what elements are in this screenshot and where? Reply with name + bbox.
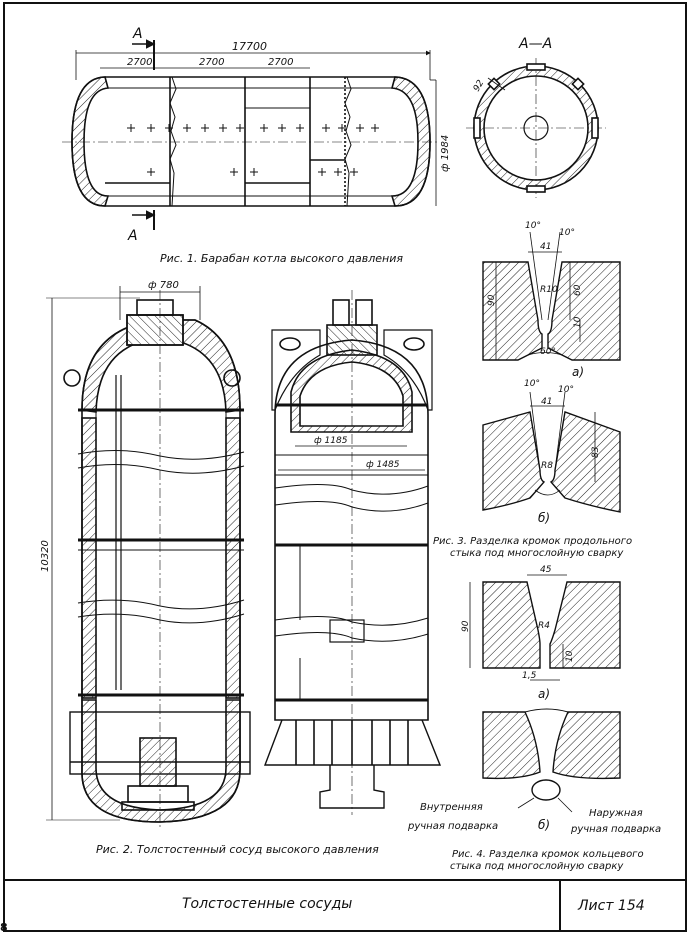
fig1-dim-total: 17700 [232, 40, 267, 53]
page-number: 8 [0, 921, 8, 934]
fig4b-groove [482, 708, 621, 813]
fig3-caption-line2: стыка под многослойную сварку [450, 548, 624, 559]
fig3a-angle-right: 10° [559, 228, 575, 238]
fig2-dim-inner: ф 1185 [314, 436, 348, 446]
fig3a-radius: R10 [540, 285, 558, 295]
fig2-caption: Рис. 2. Толстостенный сосуд высокого дав… [96, 843, 379, 856]
fig1-dim-seg-2: 2700 [199, 57, 224, 68]
fig3a-angle-left: 10° [525, 221, 541, 231]
fig2-dim-height: 10320 [40, 540, 51, 572]
fig2-dim-outer: ф 1485 [366, 460, 400, 470]
fig3-caption-line1: Рис. 3. Разделка кромок продольного [433, 536, 632, 547]
fig3b-label: б) [538, 511, 550, 525]
fig3b-radius: R8 [541, 461, 553, 471]
fig2-vessel-section [46, 286, 251, 830]
fig3b-depth: 83 [591, 446, 601, 458]
title-block-title: Толстостенные сосуды [182, 896, 353, 912]
fig1-caption: Рис. 1. Барабан котла высокого давления [160, 252, 403, 265]
fig3a-bottom-angle: 60° [540, 347, 556, 357]
title-block-sheet: Лист 154 [578, 898, 645, 914]
fig1-section-aa [466, 58, 606, 198]
fig4a-label: а) [538, 687, 550, 701]
fig4a-width: 45 [540, 565, 552, 575]
fig1-section-label: А—А [518, 36, 552, 52]
fig1-dim-diameter: ф 1984 [440, 135, 451, 172]
fig3b-angle-right: 10° [558, 385, 574, 395]
fig1-dim-seg-3: 2700 [268, 57, 293, 68]
fig4-caption-line1: Рис. 4. Разделка кромок кольцевого [452, 849, 644, 860]
fig3a-groove [482, 231, 621, 361]
fig4b-inner-line2: ручная подварка [407, 821, 498, 832]
fig1-section-mark-top: А [132, 26, 143, 42]
fig4a-root: 10 [565, 650, 575, 662]
fig1-dim-seg-1: 2700 [127, 57, 152, 68]
fig4a-gap: 1,5 [522, 671, 537, 681]
fig4a-groove [469, 574, 621, 681]
fig3a-upper: 60 [573, 284, 583, 296]
fig4b-inner-line1: Внутренняя [420, 802, 483, 813]
fig1-dim-wall: 92 [472, 78, 487, 93]
fig2-vessel-exterior [263, 290, 442, 815]
fig3a-depth: 90 [487, 294, 497, 306]
fig4b-label: б) [538, 818, 550, 832]
fig3a-width: 41 [540, 242, 551, 252]
fig4a-radius: R4 [538, 621, 550, 631]
fig1-bolt-marks [127, 124, 379, 176]
fig3a-label: а) [572, 365, 584, 379]
fig1-section-mark-bottom: А [127, 228, 138, 244]
fig3b-angle-left: 10° [524, 379, 540, 389]
fig1-drum [62, 39, 440, 230]
fig3b-groove [482, 391, 621, 513]
fig4a-depth: 90 [461, 620, 471, 632]
sheet-frame [3, 2, 687, 932]
fig4b-outer-line1: Наружная [589, 808, 643, 819]
fig2-dim-top: ф 780 [148, 280, 179, 291]
fig3b-width: 41 [541, 397, 552, 407]
fig4b-outer-line2: ручная подварка [570, 824, 661, 835]
fig3a-root: 10 [573, 316, 583, 328]
fig4-caption-line2: стыка под многослойную сварку [450, 861, 624, 872]
